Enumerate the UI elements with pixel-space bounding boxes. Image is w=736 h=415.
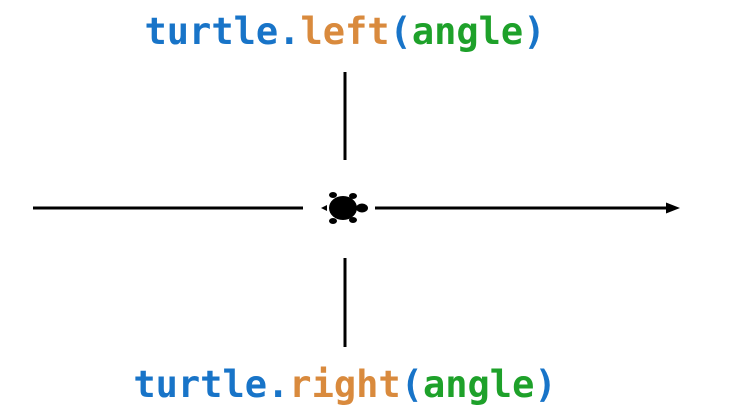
turtle-right-label: turtle.right(angle) bbox=[0, 363, 690, 407]
arrowhead-icon bbox=[666, 202, 680, 214]
label-method: right bbox=[289, 363, 401, 406]
turtle-left-label: turtle.left(angle) bbox=[0, 10, 690, 54]
label-open-paren: ( bbox=[400, 363, 423, 406]
label-close-paren: ) bbox=[523, 10, 546, 53]
label-open-paren: ( bbox=[389, 10, 412, 53]
label-object: turtle. bbox=[133, 363, 290, 406]
turtle-icon bbox=[321, 192, 368, 224]
label-argument: angle bbox=[411, 10, 524, 53]
label-close-paren: ) bbox=[534, 363, 557, 406]
label-method: left bbox=[300, 10, 390, 53]
label-object: turtle. bbox=[144, 10, 301, 53]
label-argument: angle bbox=[422, 363, 535, 406]
